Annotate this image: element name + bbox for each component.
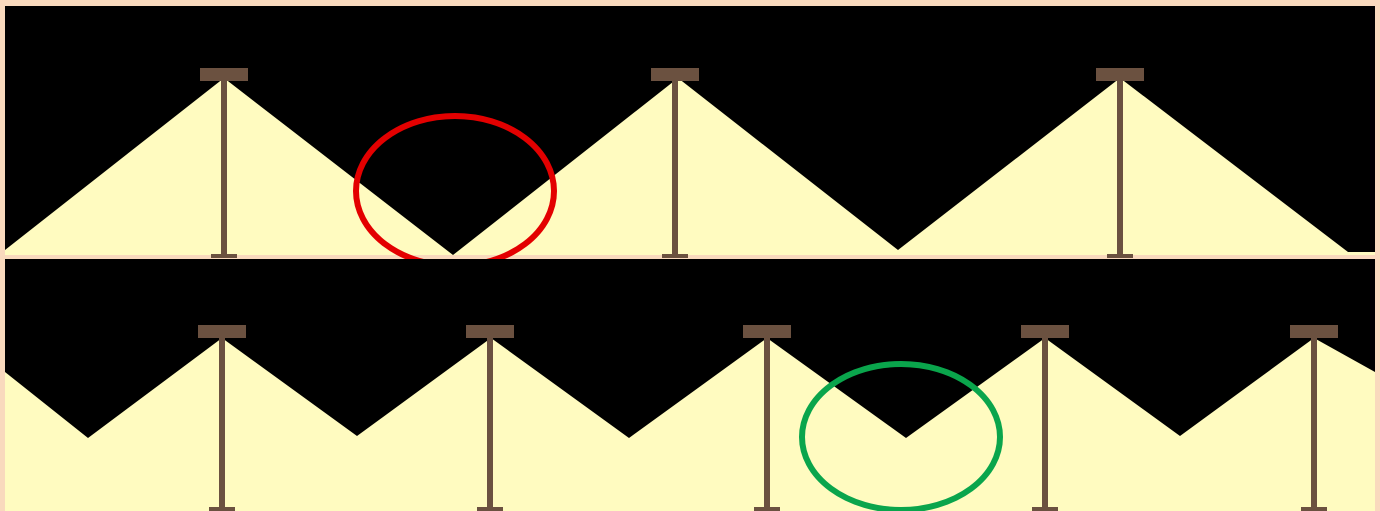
lamp-head bbox=[198, 325, 246, 338]
lamp-head bbox=[1096, 68, 1144, 81]
lamp-pole bbox=[219, 338, 225, 511]
lamp-base bbox=[1301, 507, 1327, 511]
lamp-pole bbox=[672, 81, 678, 258]
lamp-head bbox=[651, 68, 699, 81]
top-panel-wide-spacing bbox=[5, 6, 1375, 266]
lamp-base bbox=[754, 507, 780, 511]
lamp-base bbox=[1032, 507, 1058, 511]
lamp-head bbox=[1021, 325, 1069, 338]
lamp-pole bbox=[1042, 338, 1048, 511]
lamp-pole bbox=[1117, 81, 1123, 258]
lamp-base bbox=[477, 507, 503, 511]
lamp-base bbox=[662, 254, 688, 258]
lamp-head bbox=[1290, 325, 1338, 338]
lamp-pole bbox=[221, 81, 227, 258]
lamp-base bbox=[209, 507, 235, 511]
lamp-pole bbox=[487, 338, 493, 511]
lamp-base bbox=[211, 254, 237, 258]
lamp-pole bbox=[1311, 338, 1317, 511]
bottom-panel-close-spacing bbox=[5, 259, 1375, 511]
lamp-head bbox=[466, 325, 514, 338]
lamp-head bbox=[200, 68, 248, 81]
lamp-base bbox=[1107, 254, 1133, 258]
lamp-head bbox=[743, 325, 791, 338]
lamp-pole bbox=[764, 338, 770, 511]
